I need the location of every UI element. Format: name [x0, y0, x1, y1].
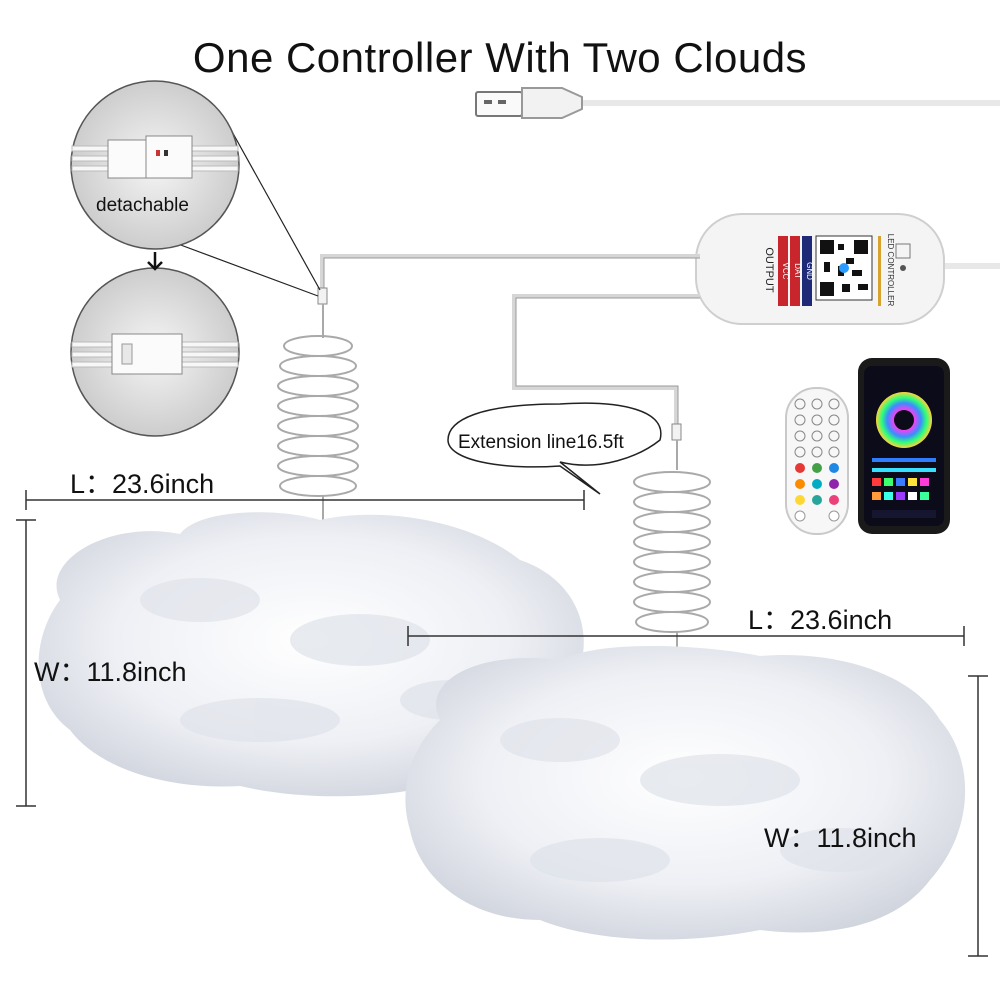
- right-cloud-width-label: W：11.8inch: [764, 823, 917, 853]
- extension-line-label: Extension line16.5ft: [458, 432, 624, 453]
- down-arrow-icon: [147, 252, 163, 271]
- led-controller: [695, 213, 1000, 325]
- controller-output-label: OUTPUT: [763, 247, 775, 293]
- zoom-disconnected-connector: [70, 267, 240, 437]
- controller-brand-label: LED CONTROLLER: [886, 234, 895, 307]
- detachable-label: detachable: [96, 195, 189, 216]
- controller-pin-label-vcc: VCC: [781, 263, 790, 280]
- coil-wire-left: [277, 304, 359, 524]
- page-title: One Controller With Two Clouds: [192, 34, 808, 81]
- right-cloud-length-label: L：23.6inch: [748, 605, 893, 635]
- left-cloud-width-label: W：11.8inch: [34, 657, 187, 687]
- pin-gnd-icon: [802, 236, 812, 306]
- extension-wires: [320, 254, 700, 424]
- left-cloud-length-label: L：23.6inch: [70, 469, 215, 499]
- connector-right-icon: [671, 423, 682, 441]
- remote-control-icon: [785, 387, 849, 535]
- pin-vcc-icon: [778, 236, 788, 306]
- coil-wire-right: [633, 440, 711, 660]
- connector-left-icon: [317, 287, 328, 305]
- controller-pin-label-gnd: GND: [805, 262, 814, 280]
- zoom-connected-connector: [70, 80, 240, 250]
- smartphone-app-icon: [858, 358, 950, 534]
- cloud-light-right: [405, 646, 966, 940]
- extension-callout: [447, 402, 662, 495]
- pin-dat-icon: [790, 236, 800, 306]
- qr-code-icon: [815, 235, 873, 301]
- controller-pin-label-dat: DAT: [793, 263, 802, 279]
- usb-cable: [475, 87, 1000, 119]
- dimension-lines: [16, 490, 988, 957]
